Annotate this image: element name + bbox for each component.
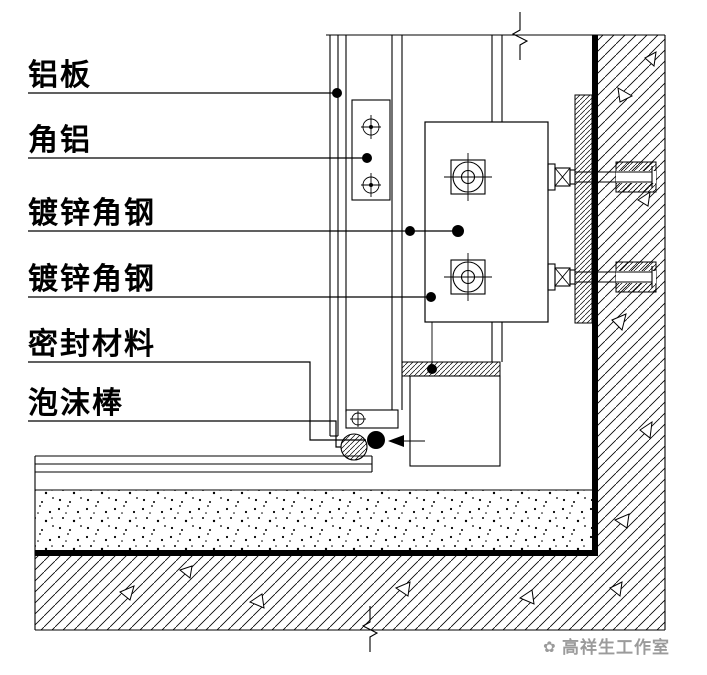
- keel-bottom-angle: [345, 409, 399, 429]
- watermark-shadow: 高祥生工作室: [563, 638, 671, 659]
- break-symbol-top: [511, 12, 529, 60]
- screw-symbol-bottom: [361, 173, 381, 197]
- sealant-arrow: [388, 435, 404, 447]
- watermark: 高祥生工作室 ✿ 高祥生工作室: [543, 637, 671, 659]
- aluminum-panel-vertical: [329, 35, 347, 437]
- label-text-galvanized-angle-steel-1: 镀锌角钢: [28, 196, 156, 231]
- sealant-section: [367, 431, 385, 449]
- leader-dot: [427, 364, 437, 374]
- structural-face-lines: [35, 35, 598, 556]
- label-sealing-material: 密封材料: [28, 327, 366, 441]
- label-text-aluminum-plate: 铝板: [28, 58, 92, 93]
- watermark-text: 高祥生工作室: [562, 637, 670, 658]
- leader-dot: [426, 292, 436, 302]
- concrete-wall: [598, 35, 665, 556]
- anchor-bolt-upper: [547, 161, 657, 193]
- embedded-steel-plate: [574, 94, 593, 324]
- label-galvanized-angle-steel-1: 镀锌角钢: [28, 196, 464, 237]
- studio-logo-icon: ✿: [543, 638, 556, 656]
- lower-angle-steel-bracket: [401, 322, 501, 467]
- bolt-assembly-lower: [444, 253, 492, 301]
- aluminum-panel-horizontal: [35, 455, 373, 473]
- label-text-sealing-material: 密封材料: [28, 327, 156, 362]
- label-text-angle-aluminum: 角铝: [28, 123, 92, 158]
- leader-dot: [362, 153, 372, 163]
- annotation-labels: 铝板 角铝 镀锌角钢 镀锌角钢 密封材料 泡沫棒: [28, 58, 464, 448]
- leader-dot: [332, 88, 342, 98]
- leader-dot: [405, 226, 415, 236]
- screw-symbol-top: [361, 115, 381, 139]
- label-text-foam-rod: 泡沫棒: [28, 386, 124, 421]
- mortar-bed: [35, 489, 592, 550]
- leader-dot: [452, 225, 464, 237]
- label-foam-rod: 泡沫棒: [28, 386, 341, 448]
- bolt-assembly-upper: [444, 153, 492, 201]
- break-symbol-bottom: [361, 606, 379, 652]
- vertical-keel: [391, 35, 503, 410]
- anchor-bolt-lower: [547, 261, 657, 293]
- concrete-slab: [35, 556, 665, 630]
- label-text-galvanized-angle-steel-2: 镀锌角钢: [28, 262, 156, 297]
- drawing-boundary: [34, 12, 666, 652]
- label-aluminum-plate: 铝板: [28, 58, 342, 98]
- label-angle-aluminum: 角铝: [28, 123, 372, 163]
- label-galvanized-angle-steel-2: 镀锌角钢: [28, 262, 437, 374]
- angle-aluminum-clip: [351, 99, 391, 201]
- galvanized-angle-steel-plate: [424, 121, 549, 323]
